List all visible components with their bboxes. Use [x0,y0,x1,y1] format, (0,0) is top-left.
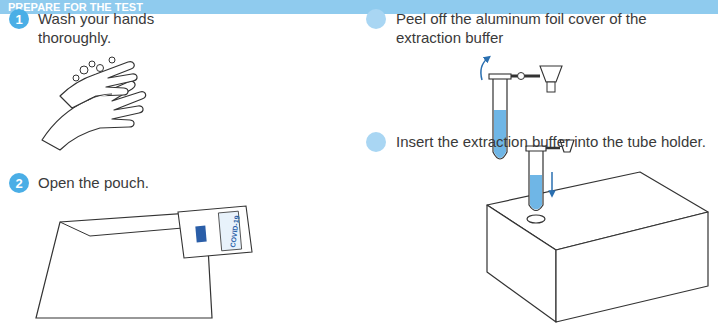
step-instruction: Peel off the aluminum foil cover of the … [396,9,712,47]
step-instruction: Insert the extraction buffer into the tu… [396,132,712,151]
step-instruction: Wash your hands thoroughly. [38,9,228,47]
soap-bubbles [73,57,115,81]
step-number: 2 [9,173,29,193]
step-number: 1 [9,9,29,29]
pouch-illustration [36,206,252,318]
step-dot [366,9,386,29]
step-instruction: Open the pouch. [38,173,238,192]
tube-holder-illustration [487,140,708,322]
step-dot [366,132,386,152]
step-number-text: 1 [15,13,22,26]
step-number-text: 2 [15,177,22,190]
hands-illustration [42,62,146,150]
